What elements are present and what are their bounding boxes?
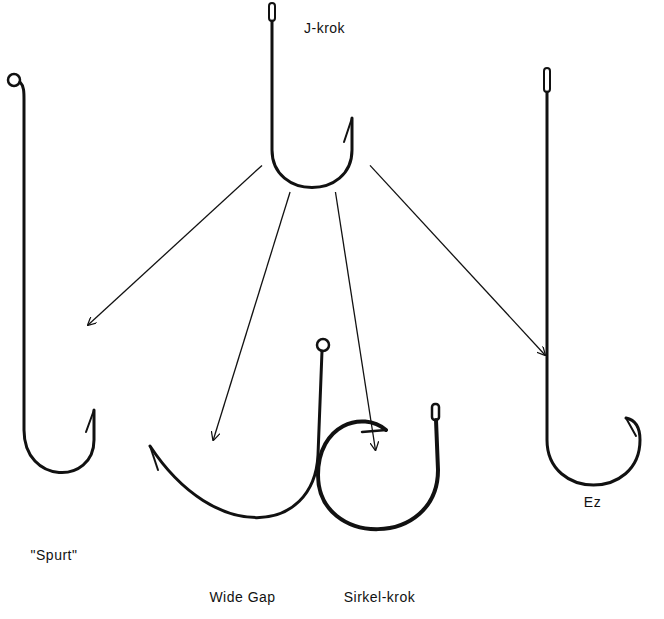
derivation-arrow [370, 165, 545, 355]
ez-hook-node: Ez [530, 355, 655, 515]
spurt-hook [8, 74, 94, 473]
derivation-arrow [213, 192, 290, 440]
j-hook [269, 3, 352, 188]
hook-name: J-krok [304, 20, 345, 37]
spurt-hook-node: "Spurt" [8, 325, 100, 570]
hook-name: Wide Gap [209, 589, 275, 606]
hook-name: Sirkel-krok [344, 589, 416, 606]
circle-hook [318, 404, 439, 529]
j-hook-node: J-krok [262, 2, 370, 192]
wide-gap-hook-node: Wide Gap [145, 440, 340, 612]
derivation-arrow [335, 192, 375, 450]
circle-hook-node: Sirkel-krok [312, 450, 447, 612]
wide-gap-hook [150, 339, 329, 518]
hook-name: Ez [584, 494, 601, 511]
hook-name: "Spurt" [31, 547, 78, 564]
ez-hook [544, 68, 640, 485]
derivation-arrow [88, 165, 262, 325]
